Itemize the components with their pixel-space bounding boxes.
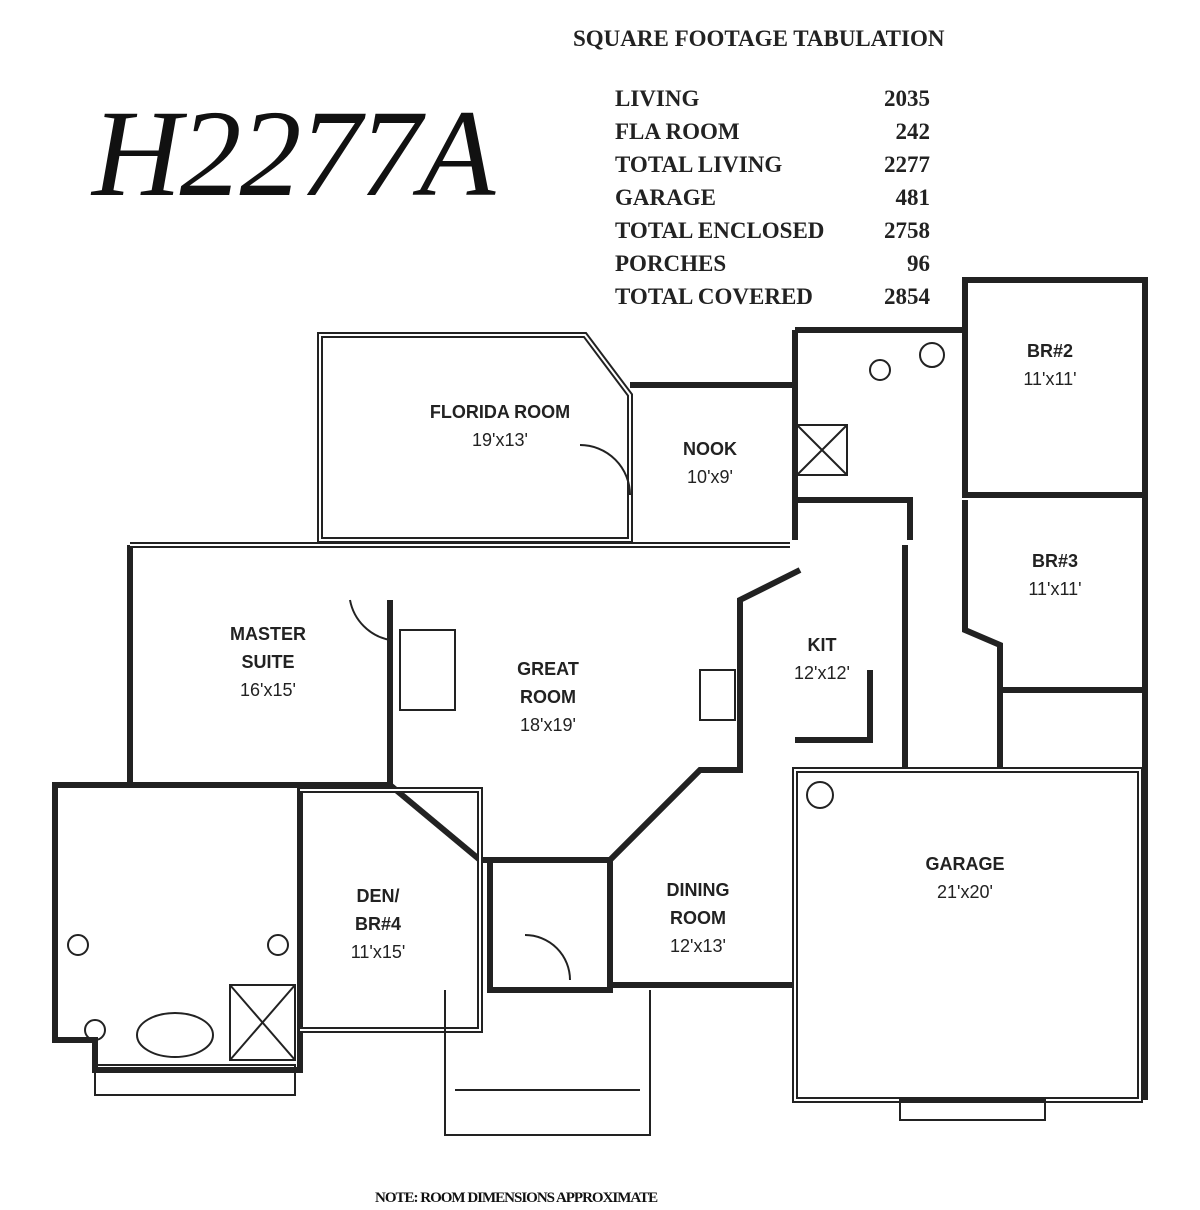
tab-row: TOTAL ENCLOSED 2758 — [615, 218, 930, 251]
room-dim-great: 18'x19' — [520, 715, 576, 735]
room-label-great-2: ROOM — [520, 687, 576, 707]
range-icon — [699, 669, 736, 721]
room-label-br2: BR#2 — [1027, 341, 1073, 361]
room-dim-br3: 11'x11' — [1028, 579, 1081, 599]
row-label: FLA ROOM — [615, 119, 740, 144]
sink-icon — [267, 934, 289, 956]
room-label-den-2: BR#4 — [355, 914, 401, 934]
room-label-dining-2: ROOM — [670, 908, 726, 928]
water-heater-icon — [806, 781, 834, 809]
sink-icon — [67, 934, 89, 956]
plan-id: H2277A — [92, 85, 495, 222]
room-dim-master: 16'x15' — [240, 680, 296, 700]
row-value: 2035 — [884, 86, 930, 111]
dimensions-note: NOTE: ROOM DIMENSIONS APPROXIMATE — [375, 1190, 658, 1206]
tabulation-title: SQUARE FOOTAGE TABULATION — [573, 26, 945, 51]
room-dim-br2: 11'x11' — [1023, 369, 1076, 389]
row-label: TOTAL LIVING — [615, 152, 783, 177]
row-value: 481 — [895, 185, 931, 210]
row-value: 2758 — [884, 218, 930, 243]
tab-row: GARAGE 481 — [615, 185, 930, 218]
shower-icon — [229, 984, 296, 1061]
tab-row: LIVING 2035 — [615, 86, 930, 119]
room-label-master-2: SUITE — [241, 652, 294, 672]
row-label: GARAGE — [615, 185, 716, 210]
bathtub-icon — [136, 1012, 214, 1058]
shower-icon — [796, 424, 848, 476]
fixtures — [67, 342, 945, 1061]
row-label: LIVING — [615, 86, 700, 111]
row-value: 2854 — [884, 284, 930, 309]
room-dim-florida: 19'x13' — [472, 430, 528, 450]
row-value: 242 — [895, 119, 931, 144]
room-dim-garage: 21'x20' — [937, 882, 993, 902]
wall-inner — [130, 334, 1141, 1101]
row-value: 96 — [907, 251, 930, 276]
tab-row: FLA ROOM 242 — [615, 119, 930, 152]
walls — [52, 277, 1148, 1103]
row-value: 2277 — [884, 152, 930, 177]
room-dim-den: 11'x15' — [351, 942, 406, 962]
tab-row: PORCHES 96 — [615, 251, 930, 284]
room-label-den-1: DEN/ — [356, 886, 399, 906]
row-label: TOTAL COVERED — [615, 284, 813, 309]
toilet-icon — [869, 359, 891, 381]
room-label-dining-1: DINING — [667, 880, 730, 900]
room-dim-kit: 12'x12' — [794, 663, 850, 683]
tab-row: TOTAL COVERED 2854 — [615, 284, 930, 317]
room-label-br3: BR#3 — [1032, 551, 1078, 571]
room-dim-nook: 10'x9' — [687, 467, 733, 487]
room-label-master-1: MASTER — [230, 624, 306, 644]
room-label-great-1: GREAT — [517, 659, 579, 679]
room-label-nook: NOOK — [683, 439, 737, 459]
porch — [94, 990, 1046, 1136]
row-label: TOTAL ENCLOSED — [615, 218, 825, 243]
fireplace-icon — [399, 629, 456, 711]
room-label-kit: KIT — [808, 635, 837, 655]
room-label-florida: FLORIDA ROOM — [430, 402, 570, 422]
room-dim-dining: 12'x13' — [670, 936, 726, 956]
row-label: PORCHES — [615, 251, 727, 276]
tab-row: TOTAL LIVING 2277 — [615, 152, 930, 185]
toilet-icon — [84, 1019, 106, 1041]
room-label-garage: GARAGE — [925, 854, 1004, 874]
sink-icon — [919, 342, 945, 368]
